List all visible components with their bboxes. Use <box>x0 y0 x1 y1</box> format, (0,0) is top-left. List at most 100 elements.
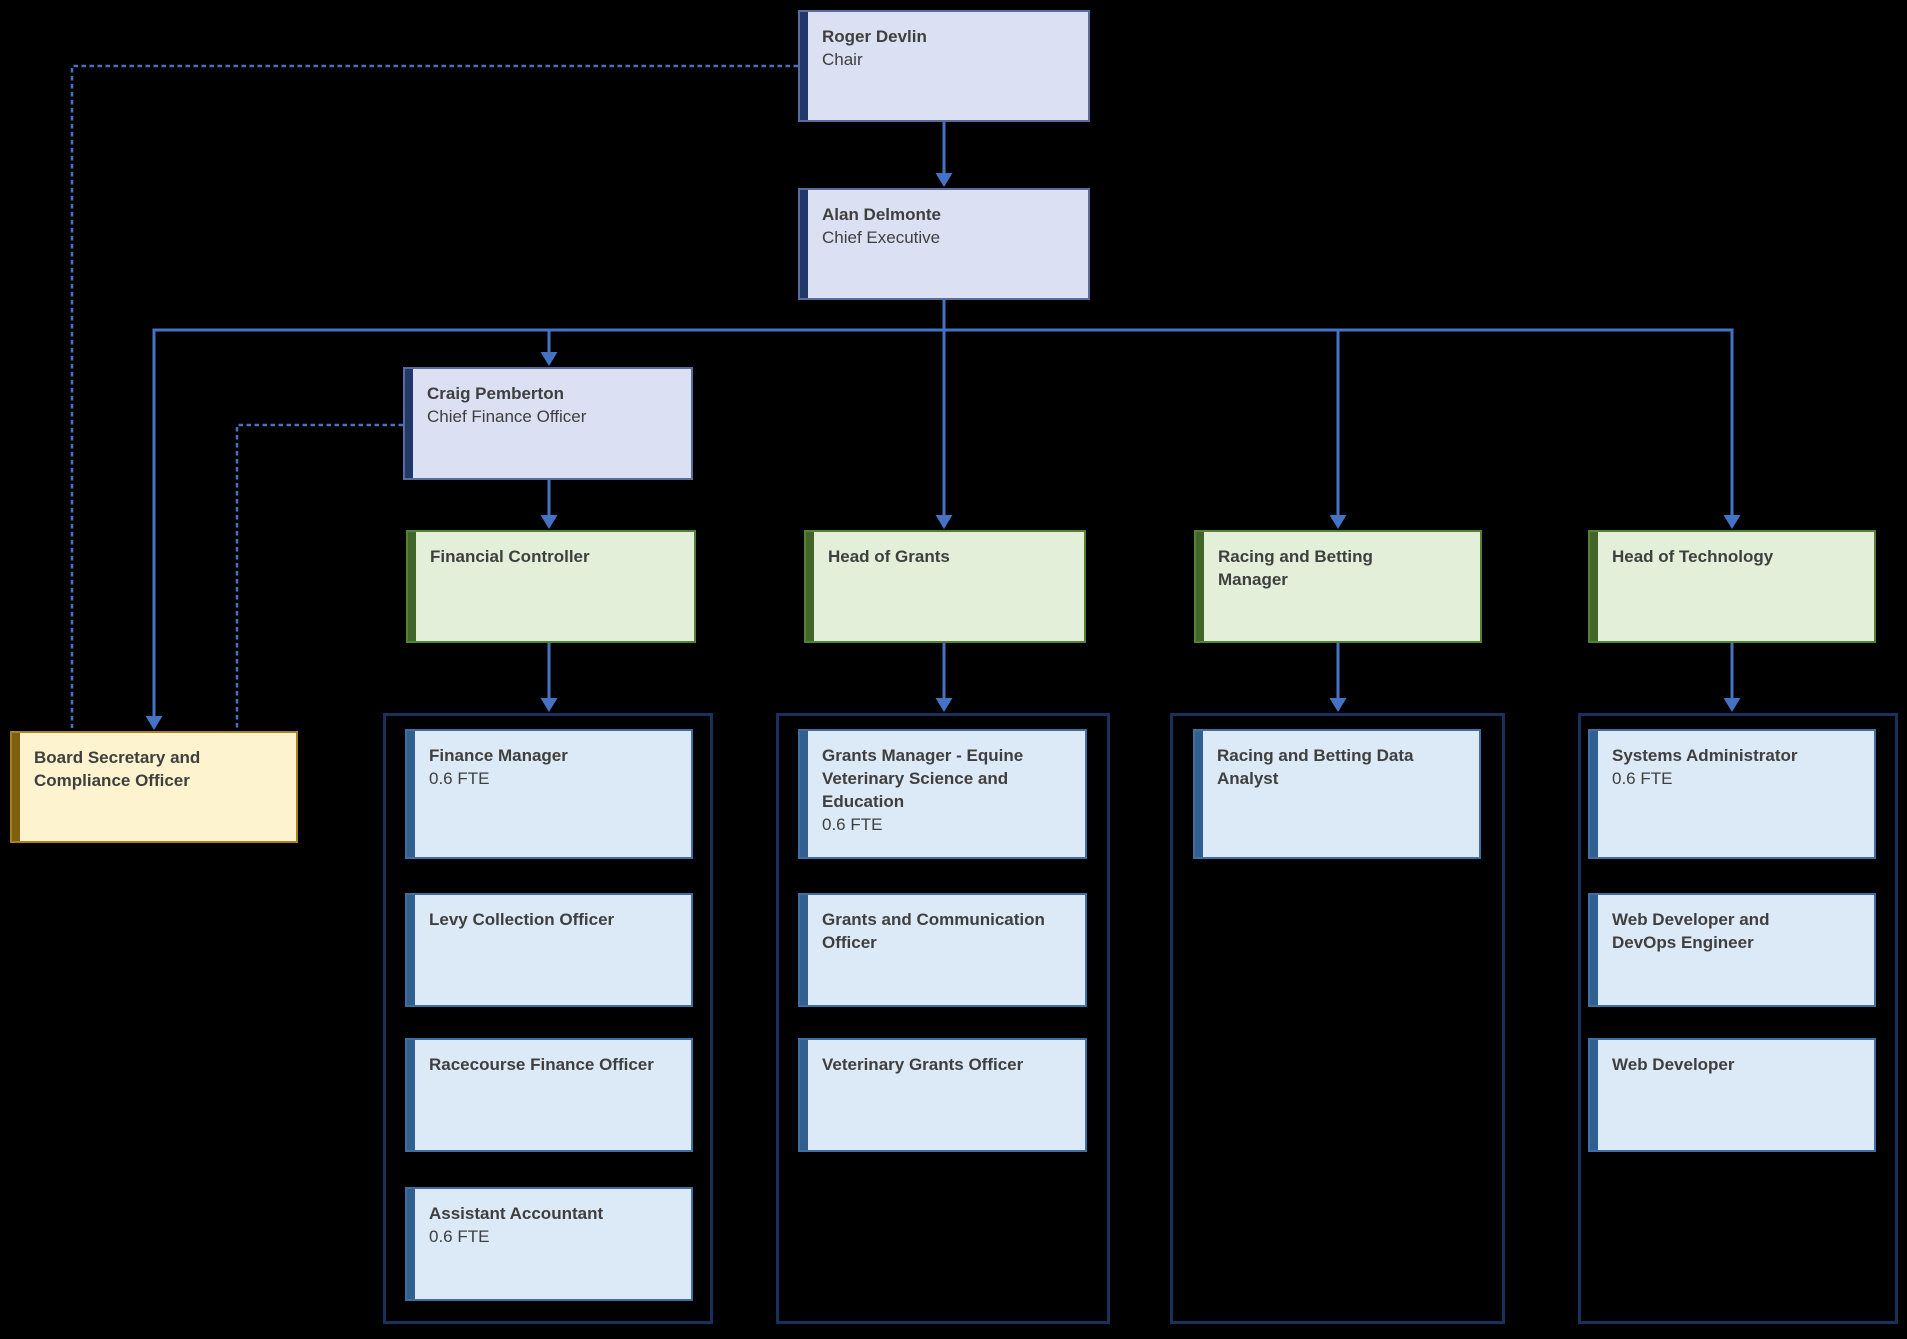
node-subtitle: Chief Finance Officer <box>427 407 587 426</box>
node-title: Levy Collection Officer <box>429 910 615 929</box>
node-text: Systems Administrator 0.6 FTE <box>1590 731 1874 790</box>
node-grants-and-communication-officer: Grants and Communication Officer <box>798 893 1087 1007</box>
node-text: Financial Controller <box>408 532 694 568</box>
accent-bar <box>1590 895 1598 1005</box>
arrowhead <box>1329 515 1347 529</box>
node-text: Head of Grants <box>806 532 1084 568</box>
node-board-secretary-and-compliance-officer: Board Secretary and Compliance Officer <box>10 731 298 843</box>
arrowhead <box>540 515 558 529</box>
node-text: Racecourse Finance Officer <box>407 1040 691 1076</box>
accent-bar <box>1590 731 1598 857</box>
node-text: Veterinary Grants Officer <box>800 1040 1085 1076</box>
node-web-developer: Web Developer <box>1588 1038 1876 1152</box>
node-text: Grants Manager - Equine Veterinary Scien… <box>800 731 1085 836</box>
accent-bar <box>800 731 808 857</box>
accent-bar <box>407 1040 415 1150</box>
node-text: Racing and Betting Data Analyst <box>1195 731 1479 790</box>
node-racing-and-betting-manager: Racing and Betting Manager <box>1194 530 1482 643</box>
accent-bar <box>407 731 415 857</box>
node-grants-manager-equine-veterinary-science-and-education: Grants Manager - Equine Veterinary Scien… <box>798 729 1087 859</box>
accent-bar <box>12 733 20 841</box>
accent-bar <box>407 1189 415 1299</box>
node-title: Web Developer and DevOps Engineer <box>1612 910 1770 952</box>
accent-bar <box>800 1040 808 1150</box>
finance-team-container <box>383 713 713 1324</box>
node-title: Assistant Accountant <box>429 1204 604 1223</box>
node-text: Assistant Accountant 0.6 FTE <box>407 1189 691 1248</box>
node-title: Racing and Betting Data Analyst <box>1217 746 1414 788</box>
node-subtitle: Chair <box>822 50 863 69</box>
arrowhead <box>145 716 163 730</box>
node-text: Grants and Communication Officer <box>800 895 1085 954</box>
node-text: Web Developer <box>1590 1040 1874 1076</box>
arrowhead <box>1329 698 1347 712</box>
node-text: Board Secretary and Compliance Officer <box>12 733 296 792</box>
accent-bar <box>800 12 808 120</box>
node-racecourse-finance-officer: Racecourse Finance Officer <box>405 1038 693 1152</box>
node-finance-manager: Finance Manager 0.6 FTE <box>405 729 693 859</box>
node-title: Web Developer <box>1612 1055 1735 1074</box>
racing-and-betting-team-container <box>1170 713 1505 1324</box>
accent-bar <box>1196 532 1204 641</box>
accent-bar <box>1195 731 1203 857</box>
node-title: Racecourse Finance Officer <box>429 1055 654 1074</box>
node-financial-controller: Financial Controller <box>406 530 696 643</box>
node-title: Racing and Betting Manager <box>1218 547 1373 589</box>
accent-bar <box>1590 1040 1598 1150</box>
node-head-of-technology: Head of Technology <box>1588 530 1876 643</box>
node-head-of-grants: Head of Grants <box>804 530 1086 643</box>
node-text: Racing and Betting Manager <box>1196 532 1480 591</box>
arrowhead <box>540 352 558 366</box>
node-subtitle: 0.6 FTE <box>429 769 490 788</box>
accent-bar <box>408 532 416 641</box>
accent-bar <box>1590 532 1598 641</box>
node-title: Alan Delmonte <box>822 205 942 224</box>
accent-bar <box>405 369 413 478</box>
arrowhead <box>540 698 558 712</box>
grants-team-container <box>776 713 1110 1324</box>
arrowhead <box>1723 515 1741 529</box>
node-subtitle: Chief Executive <box>822 228 941 247</box>
node-title: Grants Manager - Equine Veterinary Scien… <box>822 746 1024 811</box>
dotted-reporting-line <box>235 423 403 728</box>
node-text: Finance Manager 0.6 FTE <box>407 731 691 790</box>
node-title: Head of Technology <box>1612 547 1774 566</box>
node-levy-collection-officer: Levy Collection Officer <box>405 893 693 1007</box>
node-subtitle: 0.6 FTE <box>1612 769 1673 788</box>
node-racing-and-betting-data-analyst: Racing and Betting Data Analyst <box>1193 729 1481 859</box>
node-title: Head of Grants <box>828 547 950 566</box>
node-text: Web Developer and DevOps Engineer <box>1590 895 1874 954</box>
node-veterinary-grants-officer: Veterinary Grants Officer <box>798 1038 1087 1152</box>
arrowhead <box>935 698 953 712</box>
node-title: Craig Pemberton <box>427 384 564 403</box>
node-title: Systems Administrator <box>1612 746 1798 765</box>
node-title: Finance Manager <box>429 746 568 765</box>
technology-team-container <box>1578 713 1898 1324</box>
node-text: Head of Technology <box>1590 532 1874 568</box>
node-subtitle: 0.6 FTE <box>822 815 883 834</box>
node-title: Financial Controller <box>430 547 590 566</box>
accent-bar <box>800 895 808 1005</box>
accent-bar <box>800 190 808 298</box>
node-subtitle: 0.6 FTE <box>429 1227 490 1246</box>
accent-bar <box>407 895 415 1005</box>
accent-bar <box>806 532 814 641</box>
node-title: Veterinary Grants Officer <box>822 1055 1024 1074</box>
node-title: Roger Devlin <box>822 27 927 46</box>
dotted-reporting-line <box>70 64 798 728</box>
node-title: Grants and Communication Officer <box>822 910 1045 952</box>
node-web-developer-and-devops-engineer: Web Developer and DevOps Engineer <box>1588 893 1876 1007</box>
node-systems-administrator: Systems Administrator 0.6 FTE <box>1588 729 1876 859</box>
arrowhead <box>935 173 953 187</box>
node-assistant-accountant: Assistant Accountant 0.6 FTE <box>405 1187 693 1301</box>
arrowhead <box>935 515 953 529</box>
arrowhead <box>1723 698 1741 712</box>
